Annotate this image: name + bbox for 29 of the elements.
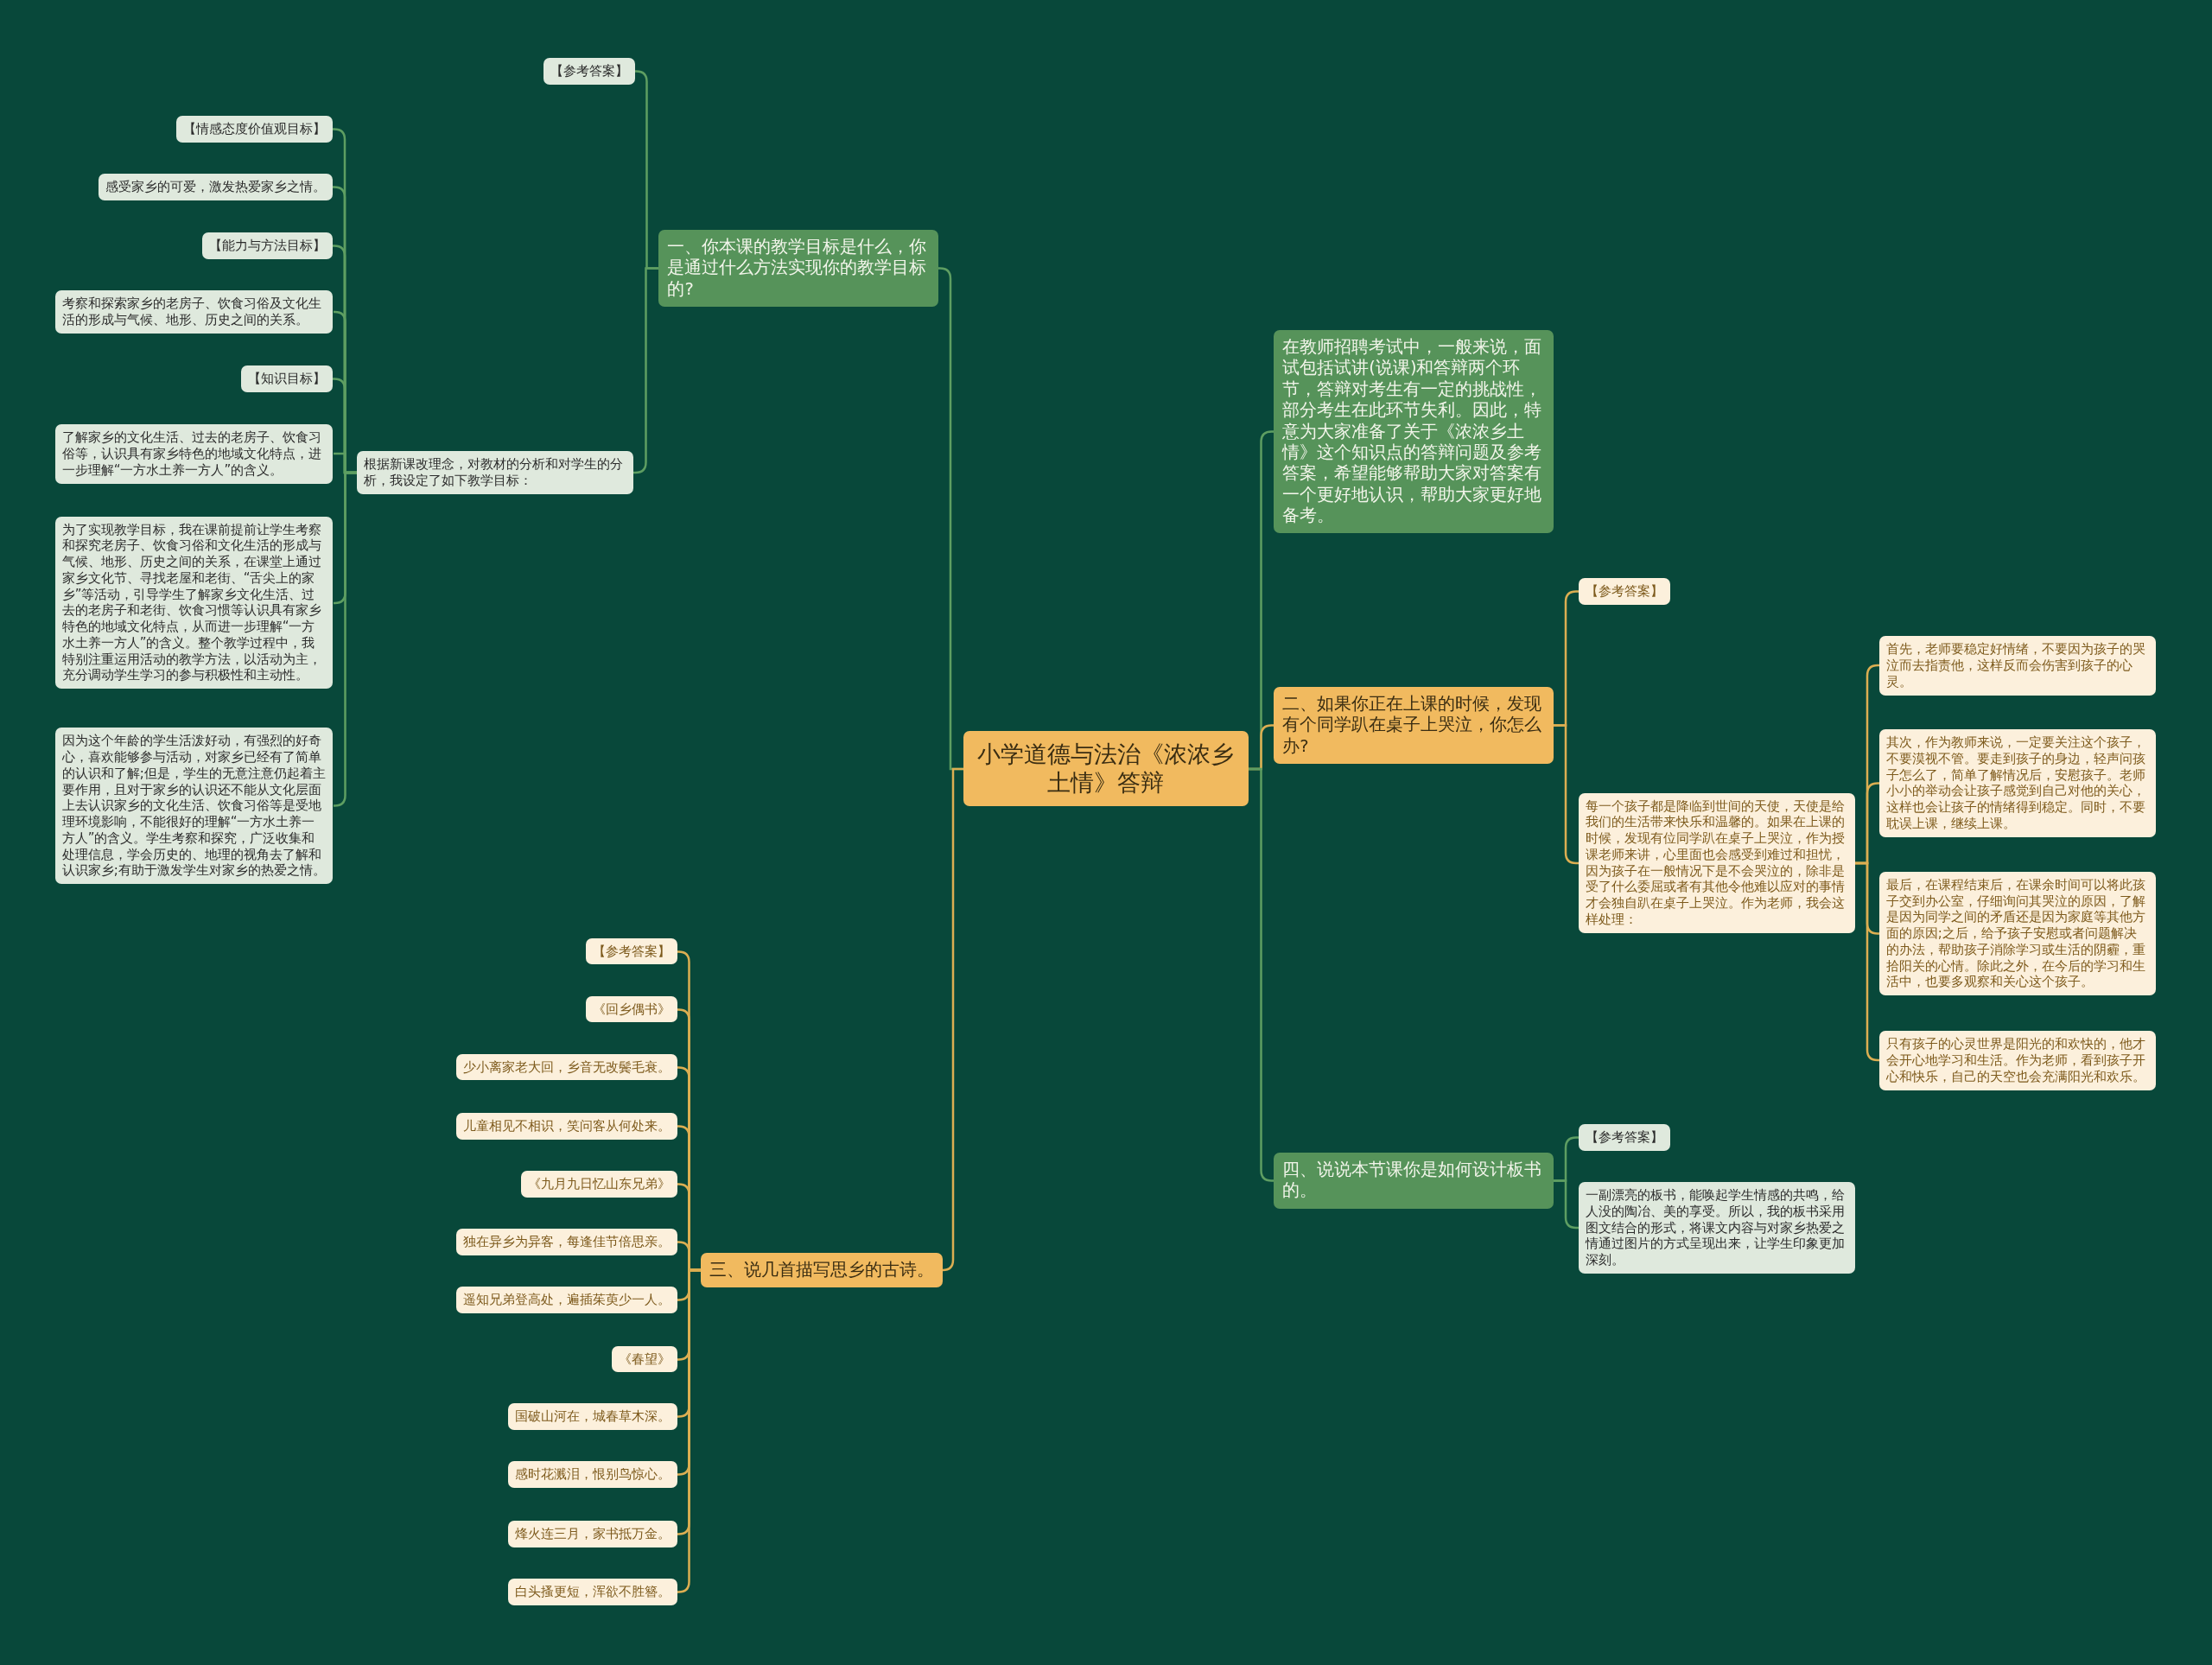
subtopic-box: 一副漂亮的板书，能唤起学生情感的共鸣，给人没的陶冶、美的享受。所以，我的板书采用图文结合的形式，将课文内容与对家乡热爱之情通过图片的方式呈现出来，让学生印象更加深刻。 bbox=[1578, 1182, 1855, 1274]
subtopic-box: 根据新课改理念，对教材的分析和对学生的分析，我设定了如下教学目标： bbox=[357, 451, 634, 494]
central-topic-box: 小学道德与法治《浓浓乡土情》答辩 bbox=[963, 730, 1249, 807]
subtopic-box: 最后，在课程结束后，在课余时间可以将此孩子交到办公室，仔细询问其哭泣的原因，了解是因为同学之间的矛盾还是因为家庭等其他方面的原因;之后，给予孩子安慰或者问题解决的办法，帮助孩子消除学习或生活的阴霾，重拾阳关的心情。除此之外，在今后的学习和生活中，也要多观察和关心这个孩子。 bbox=[1878, 871, 2156, 996]
connector-line bbox=[1553, 1179, 1579, 1230]
subtopic-box: 其次，作为教师来说，一定要关注这个孩子，不要漠视不管。要走到孩子的身边，轻声问孩子怎么了，简单了解情况后，安慰孩子。老师小小的举动会让孩子感觉到自己对他的关心，这样也会让孩子的情绪得到稳定。同时，不要耽误上课，继续上课。 bbox=[1878, 729, 2156, 837]
answer-tag: 【参考答案】 bbox=[543, 57, 635, 85]
connector-line bbox=[677, 1268, 701, 1593]
subtopic-box: 了解家乡的文化生活、过去的老房子、饮食习俗等，认识具有家乡特色的地域文化特点，进一步理解“一方水土养一方人”的含义。 bbox=[54, 424, 334, 484]
subtopic-box: 为了实现教学目标，我在课前提前让学生考察和探究老房子、饮食习俗和文化生活的形成与气候、地形、历史之间的关系，在课堂上通过家乡文化节、寻找老屋和老街、“舌尖上的家乡”等活动，引导学生了解家乡文化生活、过去的老房子和老街、饮食习惯等认识具有家乡特色的地域文化特点，从而进一步理解“一方水土养一方人”的含义。整个教学过程中，我特别注重运用活动的教学方法，以活动为主，充分调动学生学习的参与积极性和主动性。 bbox=[54, 516, 334, 690]
connector-line bbox=[633, 267, 658, 474]
subtopic-box: 考察和探索家乡的老房子、饮食习俗及文化生活的形成与气候、地形、历史之间的关系。 bbox=[54, 290, 334, 334]
subtopic-box: 每一个孩子都是降临到世间的天使，天使是给我们的生活带来快乐和温馨的。如果在上课的时候，发现有位同学趴在桌子上哭泣，作为授课老师来讲，心里面也会感受到难过和担忧，因为孩子在一般情况下是不会哭泣的，除非是受了什么委屈或者有其他令他难以应对的事情才会独自趴在桌子上哭泣。作为老师，我会这样处理： bbox=[1578, 792, 1855, 933]
subtopic-box: 【情感态度价值观目标】 bbox=[176, 115, 334, 143]
subtopic-box: 【知识目标】 bbox=[241, 365, 334, 392]
subtopic-box: 因为这个年龄的学生活泼好动，有强烈的好奇心，喜欢能够参与活动，对家乡已经有了简单的认识和了解;但是，学生的无意注意仍起着主要作用，且对于家乡的认识还不能从文化层面上去认识家乡的文化生活、饮食习俗等是受地理环境影响，不能很好的理解“一方水土养一方人”的含义。学生考察和探究，广泛收集和处理信息，学会历史的、地理的视角去了解和认识家乡;有助于激发学生对家乡的热爱之情。 bbox=[54, 728, 334, 885]
answer-tag: 【参考答案】 bbox=[1578, 578, 1670, 606]
branch-box: 四、说说本节课你是如何设计板书的。 bbox=[1274, 1152, 1554, 1209]
connector-line bbox=[333, 471, 357, 807]
answer-tag: 【参考答案】 bbox=[585, 937, 677, 965]
subtopic-box: 只有孩子的心灵世界是阳光的和欢快的，他才会开心地学习和生活。作为老师，看到孩子开心和快乐，自己的天空也会充满阳光和欢乐。 bbox=[1878, 1031, 2156, 1090]
subtopic-box: 【能力与方法目标】 bbox=[202, 232, 334, 260]
branch-box: 三、说几首描写思乡的古诗。 bbox=[701, 1252, 944, 1288]
branch-box: 一、你本课的教学目标是什么，你是通过什么方法实现你的教学目标的? bbox=[658, 230, 938, 308]
subtopic-box: 感受家乡的可爱，激发热爱家乡之情。 bbox=[99, 173, 334, 200]
branch-box: 二、如果你正在上课的时候，发现有个同学趴在桌子上哭泣，你怎么办? bbox=[1274, 687, 1554, 765]
branch-box: 在教师招聘考试中，一般来说，面试包括试讲(说课)和答辩两个环节，答辩对考生有一定的挑战性，部分考生在此环节失利。因此，特意为大家准备了关于《浓浓乡土情》这个知识点的答辩问题及参考答案，希望能够帮助大家对答案有一个更好地认识，帮助大家更好地备考。 bbox=[1274, 330, 1554, 534]
answer-tag: 【参考答案】 bbox=[1578, 1124, 1670, 1151]
subtopic-box: 首先，老师要稳定好情绪，不要因为孩子的哭泣而去指责他，这样反而会伤害到孩子的心灵。 bbox=[1878, 636, 2156, 696]
